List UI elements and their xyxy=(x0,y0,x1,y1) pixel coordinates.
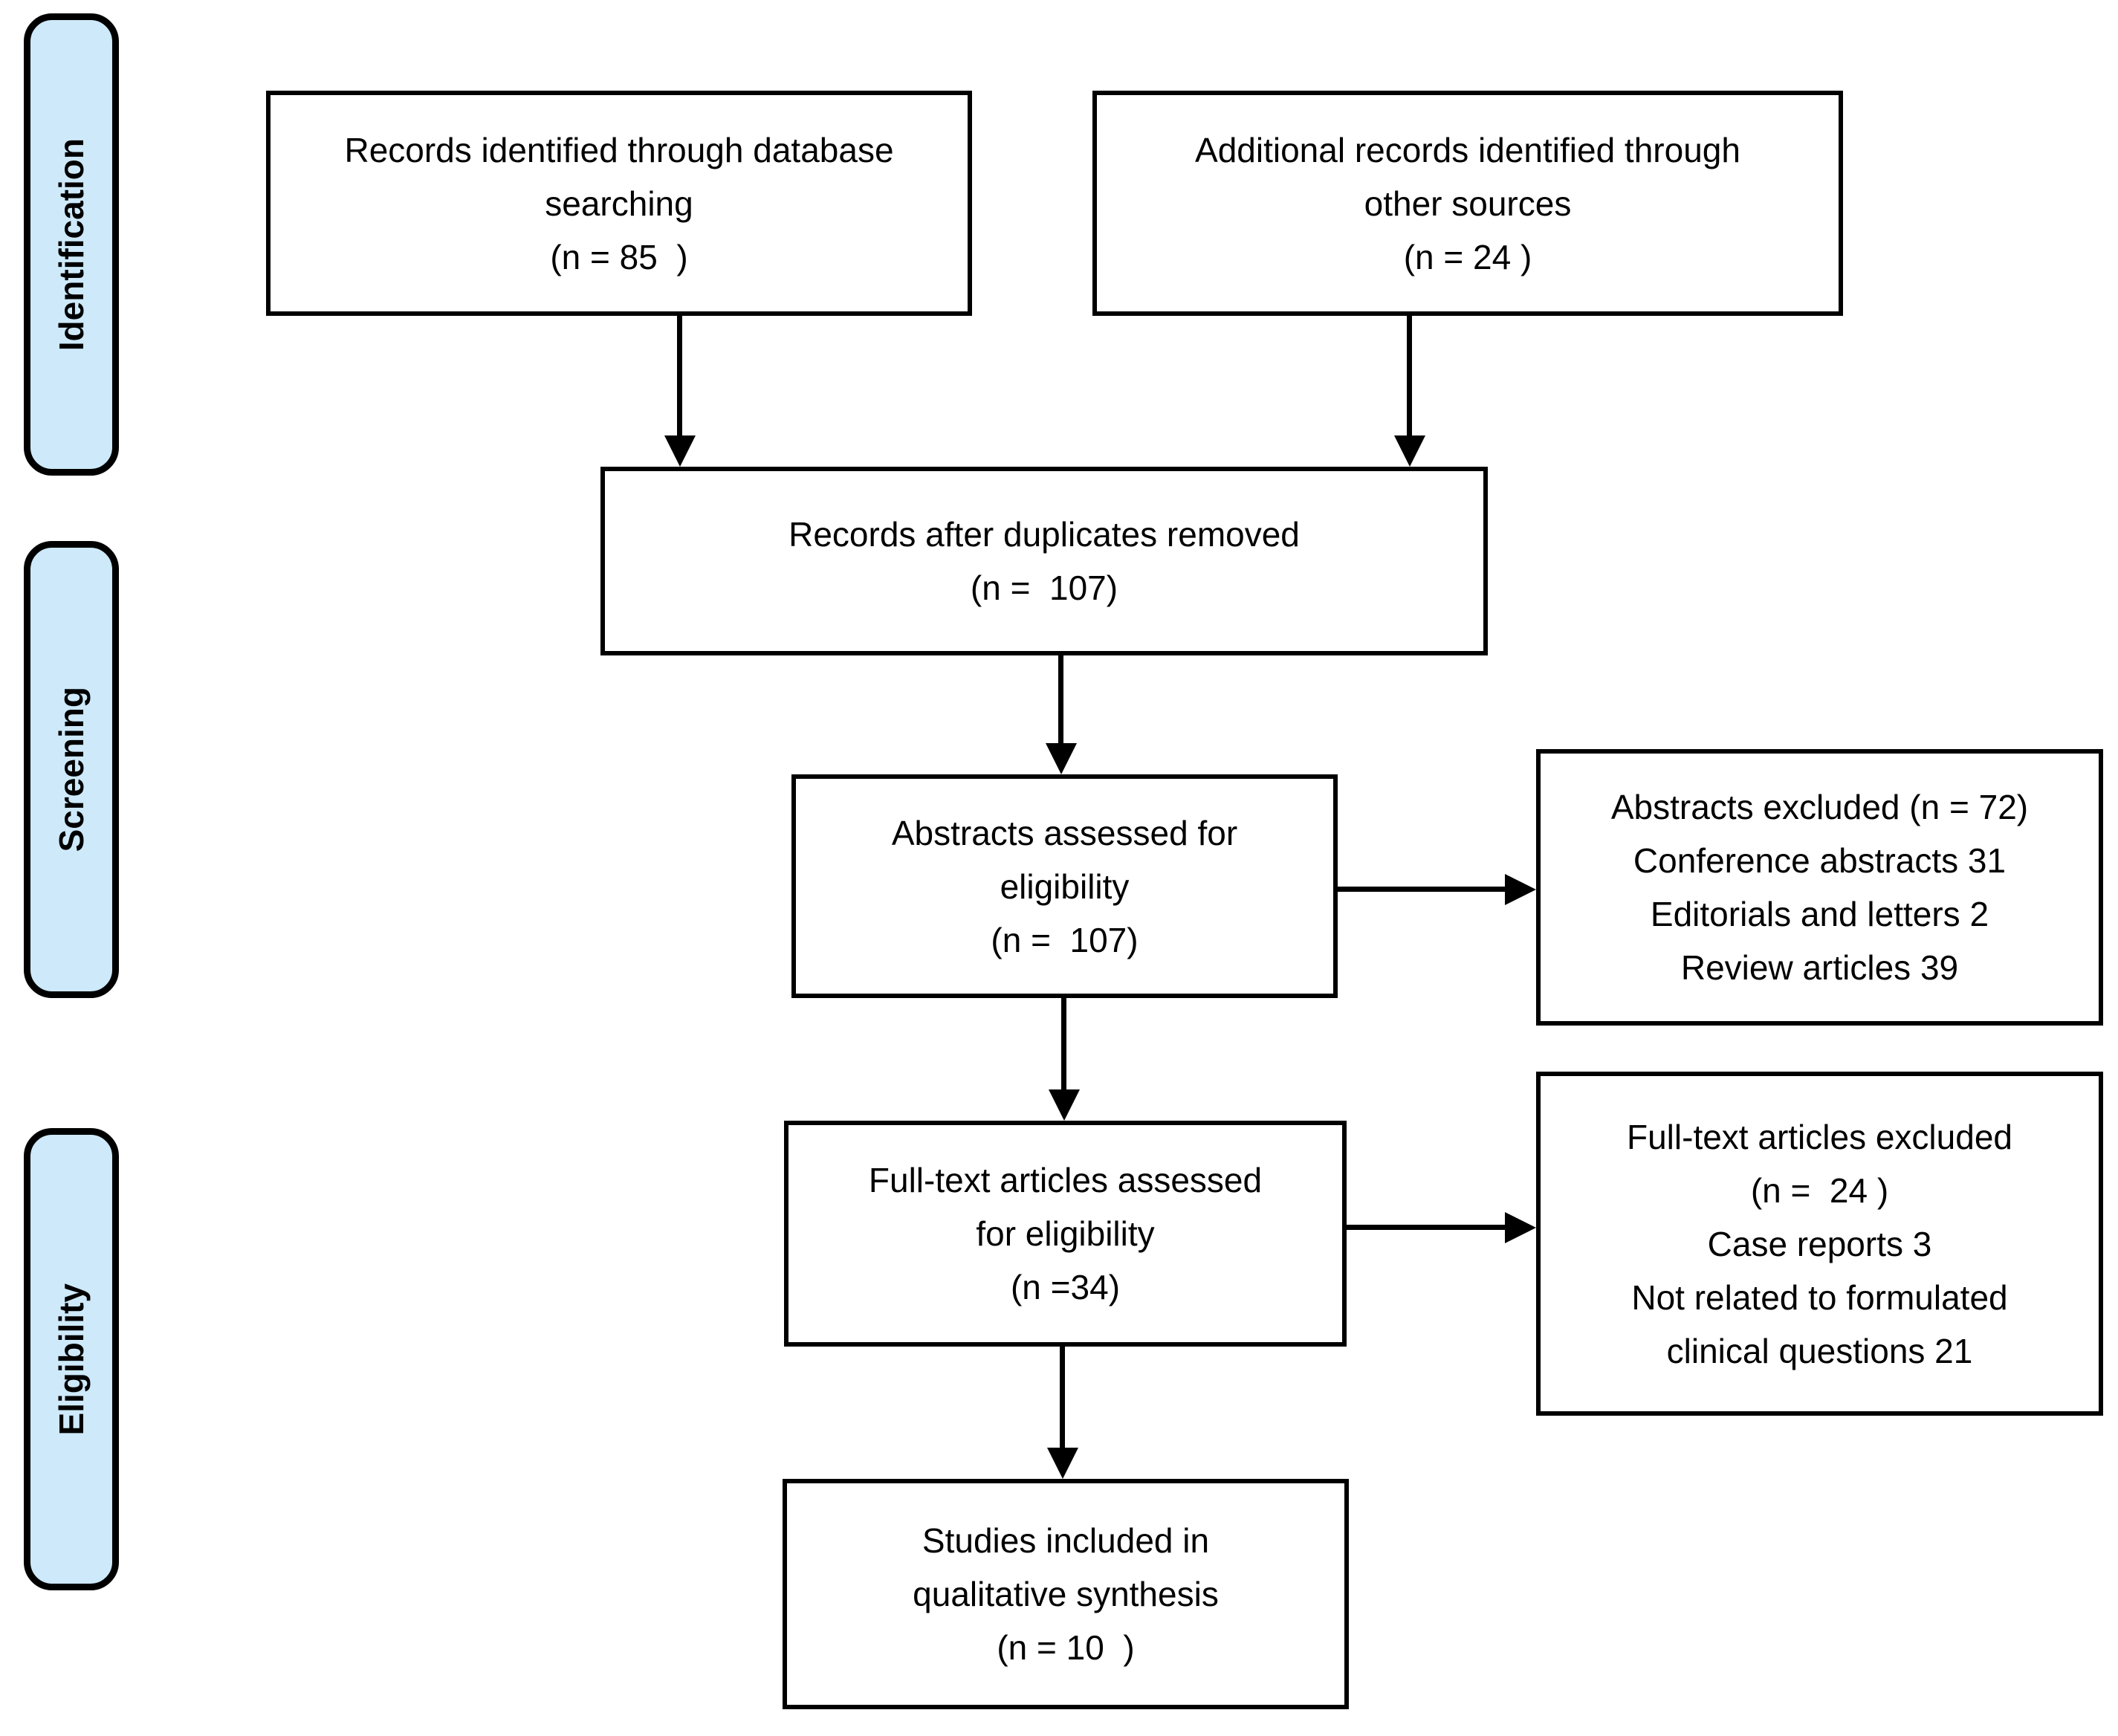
box-line: Full-text articles assessed xyxy=(868,1161,1263,1199)
arrow-other-to-dedup-line xyxy=(1407,316,1412,438)
box-line: (n = 107) xyxy=(970,569,1118,607)
stage-eligibility-label: Eligibility xyxy=(52,1283,91,1436)
box-line: Records after duplicates removed xyxy=(788,515,1300,554)
arrow-abstracts-to-excluded-line xyxy=(1338,887,1508,892)
box-line: Abstracts excluded (n = 72) xyxy=(1610,788,2029,826)
arrow-dedup-to-abstracts-line xyxy=(1058,655,1063,746)
box-line: (n =34) xyxy=(1010,1268,1121,1306)
box-line: Not related to formulated xyxy=(1631,1277,2008,1317)
box-studies-included: Studies included in qualitative synthesi… xyxy=(783,1479,1349,1709)
box-line: qualitative synthesis xyxy=(913,1575,1219,1613)
box-abstracts-excluded: Abstracts excluded (n = 72) Conference a… xyxy=(1536,749,2103,1026)
box-line: clinical questions 21 xyxy=(1666,1331,1973,1370)
arrow-fulltext-to-excluded-head xyxy=(1505,1212,1536,1243)
stage-identification-label: Identification xyxy=(52,137,91,352)
box-line: Editorials and letters 2 xyxy=(1650,895,1989,933)
box-additional-records: Additional records identified through ot… xyxy=(1092,91,1843,316)
arrow-fulltext-to-excluded-line xyxy=(1347,1225,1508,1230)
box-line: for eligibility xyxy=(976,1214,1155,1253)
arrow-dedup-to-abstracts-head xyxy=(1046,743,1077,774)
box-fulltext-excluded: Full-text articles excluded (n = 24 ) Ca… xyxy=(1536,1072,2103,1416)
box-line: (n = 24 ) xyxy=(1403,237,1532,276)
box-line: Additional records identified through xyxy=(1195,130,1740,169)
box-line: Abstracts assessed for xyxy=(891,813,1238,852)
arrow-other-to-dedup-head xyxy=(1394,435,1425,467)
arrow-fulltext-to-studies-line xyxy=(1060,1347,1065,1451)
box-line: Studies included in xyxy=(922,1521,1210,1560)
stage-identification: Identification xyxy=(24,13,119,476)
arrow-db-to-dedup-line xyxy=(677,316,682,438)
box-line: Full-text articles excluded xyxy=(1627,1117,2012,1156)
arrow-abstracts-to-excluded-head xyxy=(1505,874,1536,905)
box-line: searching xyxy=(545,184,693,223)
box-abstracts-assessed: Abstracts assessed for eligibility (n = … xyxy=(791,774,1338,998)
box-line: Records identified through database xyxy=(344,130,894,169)
box-line: other sources xyxy=(1364,184,1572,223)
box-line: (n = 24 ) xyxy=(1750,1170,1889,1210)
arrow-abstracts-to-fulltext-line xyxy=(1061,998,1066,1091)
box-line: (n = 10 ) xyxy=(997,1628,1135,1667)
box-line: (n = 107) xyxy=(991,920,1139,959)
box-line: (n = 85 ) xyxy=(550,237,688,276)
box-line: Review articles 39 xyxy=(1680,948,1959,987)
box-records-after-duplicates: Records after duplicates removed (n = 10… xyxy=(600,467,1488,655)
stage-screening-label: Screening xyxy=(52,687,91,852)
box-line: Case reports 3 xyxy=(1707,1224,1932,1263)
stage-screening: Screening xyxy=(24,541,119,998)
box-fulltext-assessed: Full-text articles assessed for eligibil… xyxy=(784,1121,1347,1347)
box-line: eligibility xyxy=(1000,867,1130,906)
box-line: Conference abstracts 31 xyxy=(1633,841,2007,880)
arrow-abstracts-to-fulltext-head xyxy=(1049,1089,1080,1121)
box-records-identified: Records identified through database sear… xyxy=(266,91,972,316)
arrow-db-to-dedup-head xyxy=(664,435,696,467)
arrow-fulltext-to-studies-head xyxy=(1047,1448,1078,1479)
stage-eligibility: Eligibility xyxy=(24,1128,119,1590)
